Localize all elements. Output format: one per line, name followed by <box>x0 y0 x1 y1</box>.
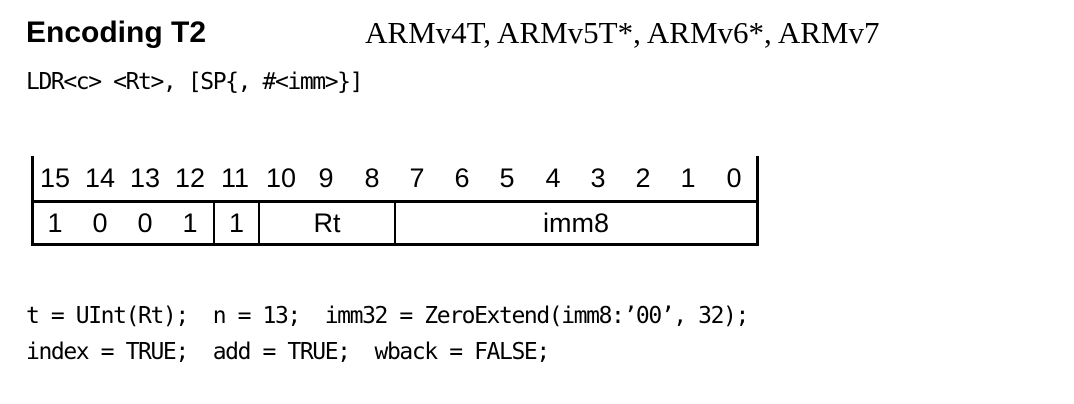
bit-number-4: 4 <box>545 163 561 193</box>
bit-number-3: 3 <box>590 163 606 193</box>
assembler-syntax: LDR<c> <Rt>, [SP{, #<imm>}] <box>26 69 363 95</box>
architecture-list: ARMv4T, ARMv5T*, ARMv6*, ARMv7 <box>365 15 880 50</box>
field-imm8: imm8 <box>543 208 609 238</box>
field-bit-14: 0 <box>92 208 108 238</box>
bit-number-0: 0 <box>726 163 742 193</box>
bit-number-6: 6 <box>454 163 470 193</box>
bit-number-13: 13 <box>129 163 161 193</box>
bit-number-7: 7 <box>409 163 425 193</box>
bit-number-12: 12 <box>174 163 206 193</box>
field-rt: Rt <box>313 208 341 238</box>
bit-number-14: 14 <box>84 163 116 193</box>
bit-number-2: 2 <box>635 163 651 193</box>
field-divider <box>394 200 396 246</box>
pseudocode-line-1: t = UInt(Rt); n = 13; imm32 = ZeroExtend… <box>26 303 749 329</box>
pseudocode-line-2: index = TRUE; add = TRUE; wback = FALSE; <box>26 339 550 365</box>
encoding-title: Encoding T2 <box>26 16 206 49</box>
field-bit-15: 1 <box>47 208 63 238</box>
field-divider <box>213 200 215 246</box>
field-bit-12: 1 <box>182 208 198 238</box>
field-bit-11: 1 <box>228 208 245 238</box>
bit-number-1: 1 <box>680 163 696 193</box>
bit-number-8: 8 <box>364 163 380 193</box>
bit-number-11: 11 <box>220 163 250 193</box>
bit-number-15: 15 <box>39 163 71 193</box>
field-divider <box>258 200 260 246</box>
bit-number-9: 9 <box>318 163 334 193</box>
bit-number-5: 5 <box>499 163 515 193</box>
bit-number-10: 10 <box>265 163 297 193</box>
field-bit-13: 0 <box>137 208 153 238</box>
